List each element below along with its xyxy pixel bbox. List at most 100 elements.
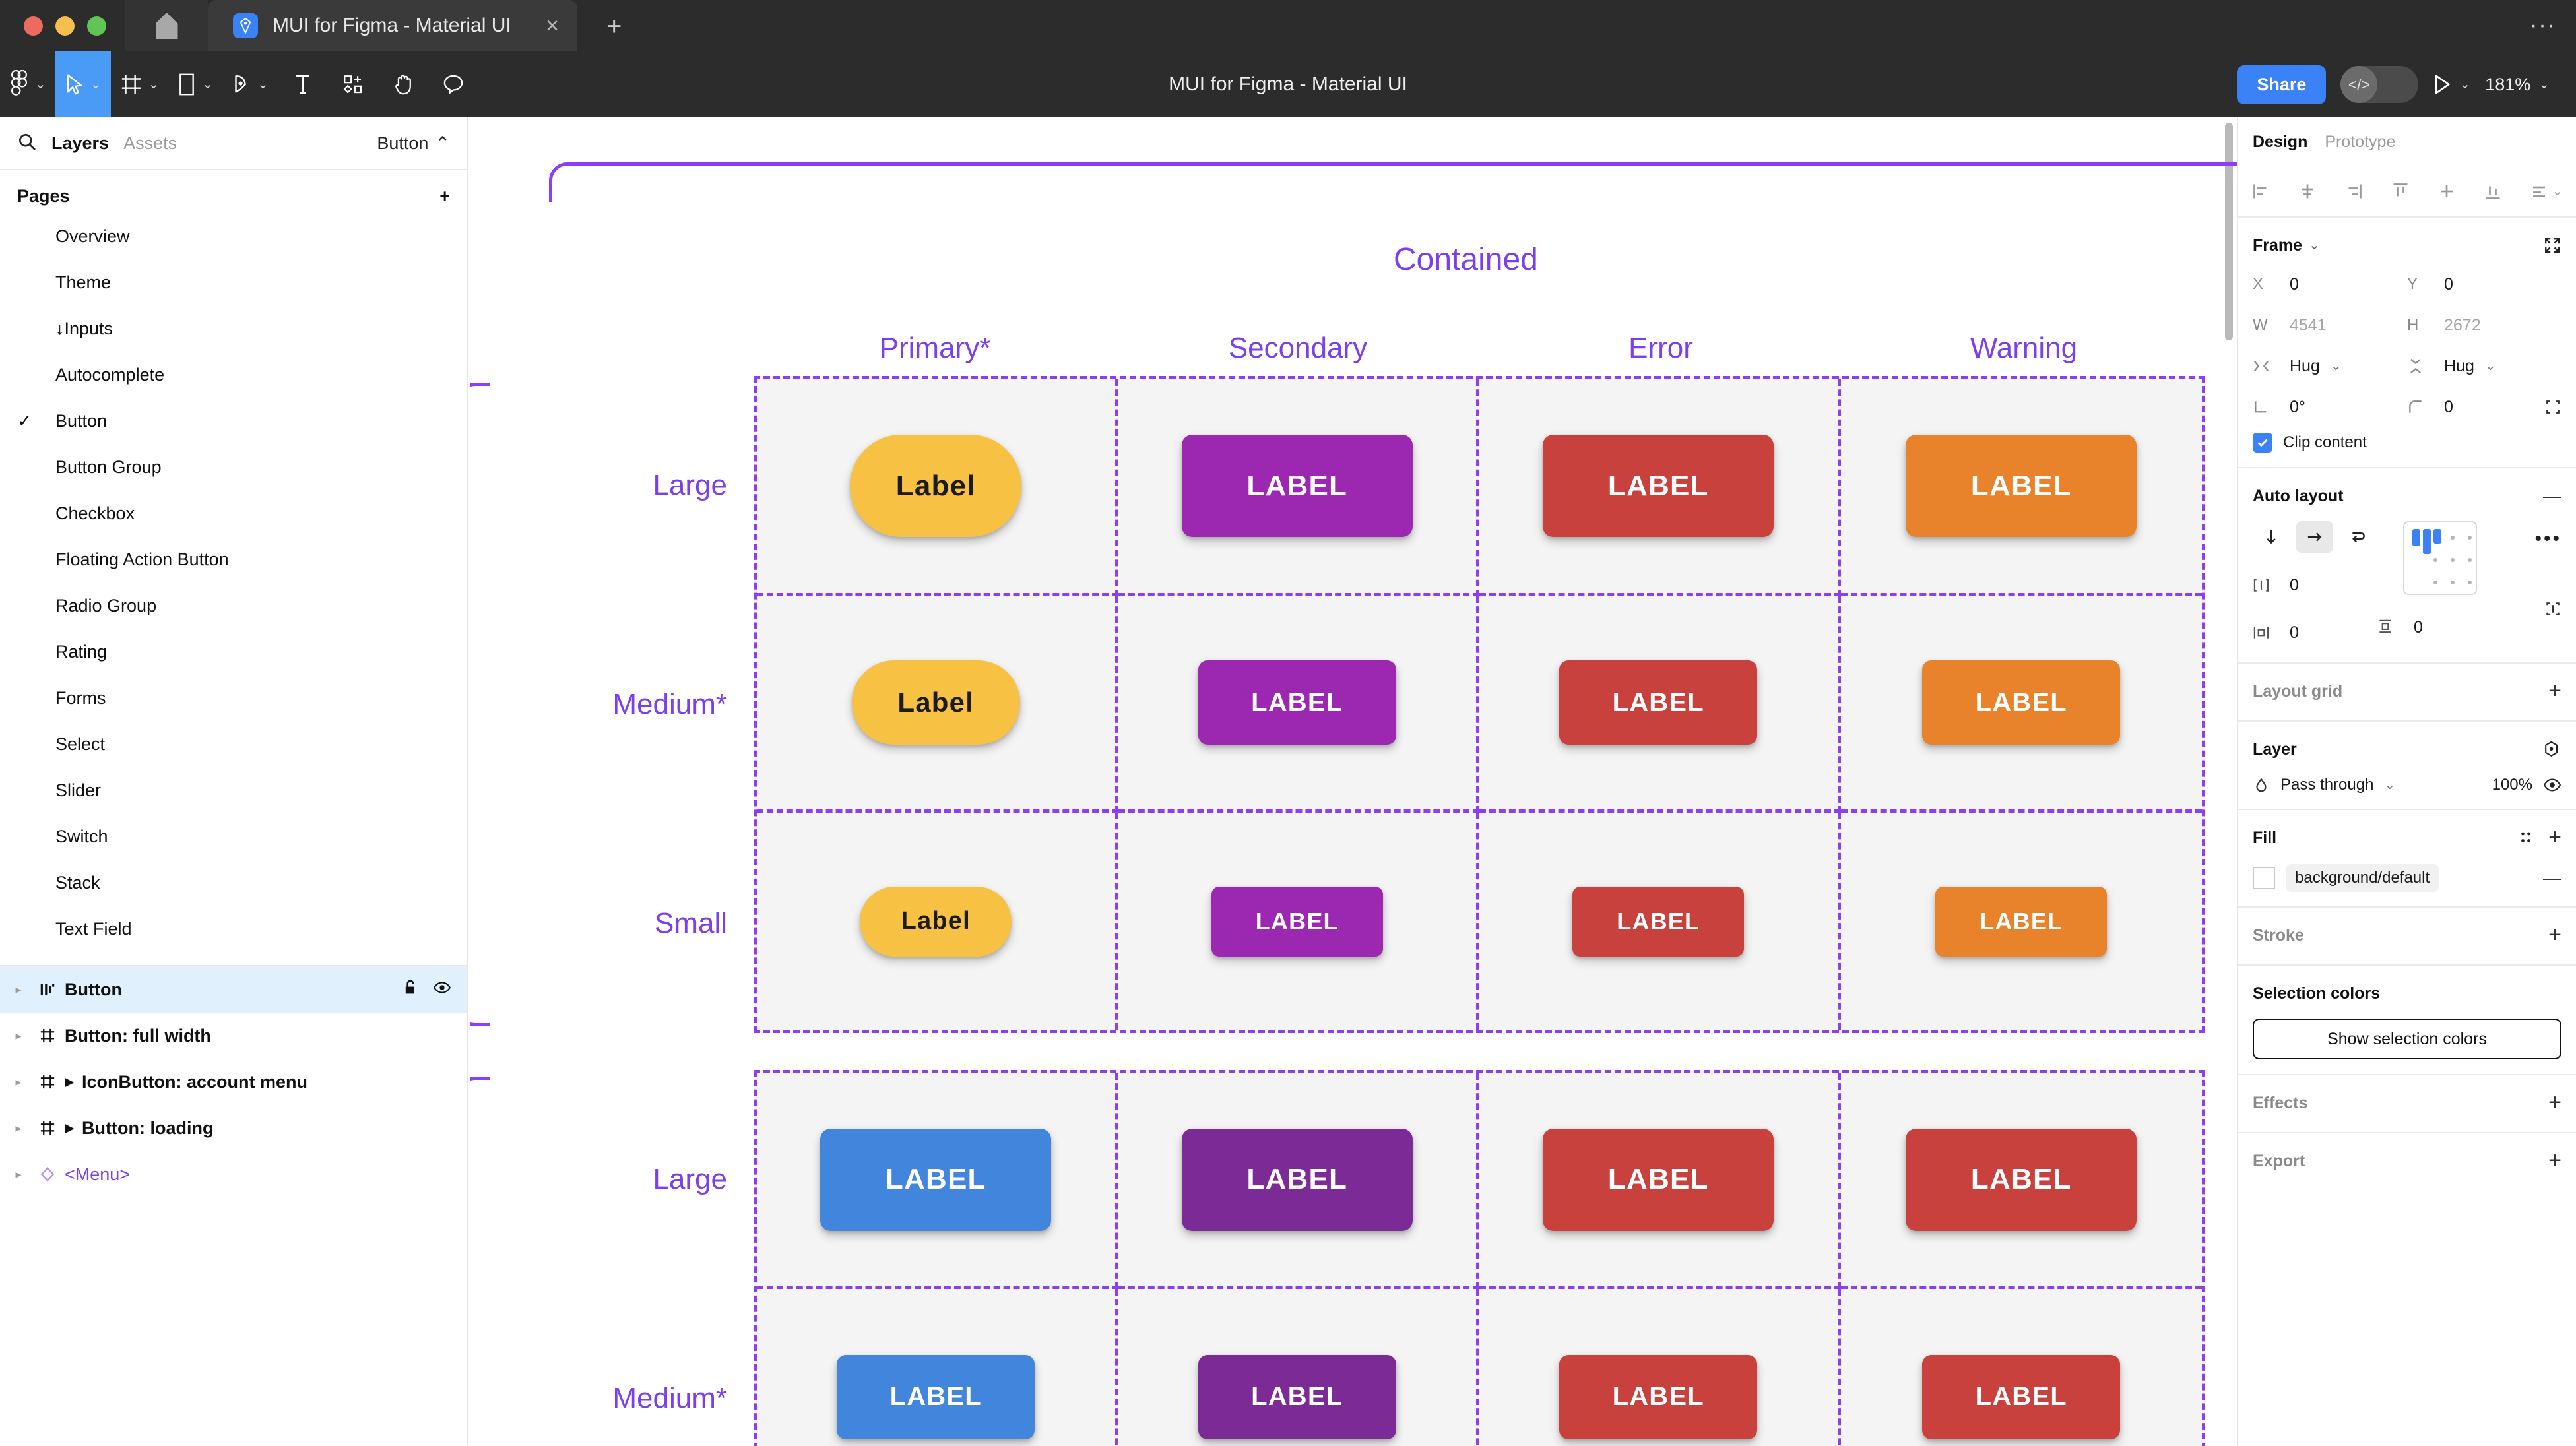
tab-layers[interactable]: Layers (51, 133, 110, 153)
distribute-icon[interactable]: ⌄ (2529, 181, 2563, 201)
page-item-button-group[interactable]: Button Group (0, 444, 467, 490)
auto-layout-more-options[interactable]: ••• (2534, 528, 2561, 550)
align-left-icon[interactable] (2251, 181, 2271, 201)
material-button[interactable]: LABEL (1935, 886, 2108, 957)
layer-row[interactable]: ▸▶Button: loading (0, 1105, 467, 1151)
vertical-padding-field[interactable]: 0 (2377, 612, 2423, 643)
align-bottom-icon[interactable] (2483, 181, 2503, 201)
page-item-overview[interactable]: Overview (0, 213, 467, 259)
add-stroke-button[interactable]: + (2548, 922, 2561, 948)
alignment-pad[interactable] (2403, 521, 2477, 595)
resources-tool-icon[interactable] (328, 51, 378, 117)
material-button[interactable]: LABEL (1181, 435, 1413, 538)
layer-row[interactable]: ▸Button (0, 966, 467, 1013)
expand-chevron-icon[interactable]: ▸ (15, 982, 22, 996)
x-position-field[interactable]: X 0 (2253, 269, 2407, 299)
material-button[interactable]: LABEL (837, 1354, 1035, 1439)
eye-icon[interactable] (2543, 776, 2561, 794)
align-top-icon[interactable] (2391, 181, 2410, 201)
expand-chevron-icon[interactable]: ▸ (15, 1075, 22, 1088)
page-item-rating[interactable]: Rating (0, 629, 467, 675)
y-position-field[interactable]: Y 0 (2407, 269, 2561, 299)
pen-tool-icon[interactable]: ⌄ (222, 51, 278, 117)
material-button[interactable]: LABEL (820, 1128, 1052, 1231)
advanced-padding-icon[interactable] (2544, 600, 2561, 617)
rotation-field[interactable]: 0° (2253, 392, 2407, 422)
tab-assets[interactable]: Assets (123, 133, 177, 153)
remove-fill-button[interactable]: — (2543, 867, 2561, 888)
figma-menu-icon[interactable]: ⌄ (0, 51, 55, 117)
material-button[interactable]: Label (860, 886, 1012, 957)
add-effect-button[interactable]: + (2548, 1090, 2561, 1116)
page-item-stack[interactable]: Stack (0, 860, 467, 906)
page-item-forms[interactable]: Forms (0, 675, 467, 721)
material-button[interactable]: LABEL (1211, 886, 1383, 957)
horizontal-resizing-field[interactable]: Hug ⌄ (2253, 351, 2407, 381)
move-tool-icon[interactable]: ⌄ (55, 51, 111, 117)
component-page-selector[interactable]: Button ⌃ (377, 133, 450, 154)
wrap-icon[interactable] (2340, 521, 2377, 553)
page-item-inputs[interactable]: ↓ Inputs (0, 305, 467, 352)
close-tab-icon[interactable]: × (546, 13, 559, 38)
align-horizontal-center-icon[interactable] (2298, 181, 2317, 201)
expand-triangle-icon[interactable]: ▶ (65, 1075, 75, 1089)
home-tab[interactable] (125, 0, 208, 51)
page-item-autocomplete[interactable]: Autocomplete (0, 352, 467, 398)
material-button[interactable]: Label (850, 435, 1022, 538)
close-window-button[interactable] (24, 16, 43, 36)
material-button[interactable]: LABEL (1559, 660, 1758, 745)
independent-corners-icon[interactable] (2544, 398, 2561, 416)
page-item-checkbox[interactable]: Checkbox (0, 490, 467, 536)
unlock-icon[interactable] (402, 979, 418, 1001)
horizontal-padding-field[interactable]: 0 (2253, 617, 2377, 648)
comment-tool-icon[interactable] (428, 51, 478, 117)
arrow-down-icon[interactable] (2253, 521, 2290, 553)
canvas-vertical-scrollbar[interactable] (2225, 123, 2233, 340)
expand-chevron-icon[interactable]: ▸ (15, 1028, 22, 1042)
add-fill-button[interactable]: + (2548, 825, 2561, 850)
material-button[interactable]: LABEL (1198, 1354, 1396, 1439)
material-button[interactable]: LABEL (1543, 435, 1774, 538)
gap-field[interactable]: 0 (2253, 570, 2377, 600)
collapse-arrow-icon[interactable]: ↓ (55, 318, 65, 338)
share-button[interactable]: Share (2237, 65, 2327, 104)
text-tool-icon[interactable] (278, 51, 328, 117)
layer-row[interactable]: ▸Button: full width (0, 1013, 467, 1059)
zoom-control[interactable]: 181% ⌄ (2485, 75, 2559, 95)
layer-opacity-value[interactable]: 100% (2492, 776, 2532, 794)
frame-tool-icon[interactable]: ⌄ (111, 51, 169, 117)
page-item-slider[interactable]: Slider (0, 767, 467, 813)
align-right-icon[interactable] (2344, 181, 2364, 201)
page-item-text-field[interactable]: Text Field (0, 906, 467, 952)
material-button[interactable]: Label (851, 660, 1020, 745)
add-layout-grid-button[interactable]: + (2548, 678, 2561, 704)
material-button[interactable]: LABEL (1922, 1354, 2121, 1439)
page-item-switch[interactable]: Switch (0, 813, 467, 860)
dev-mode-toggle[interactable]: </> (2340, 66, 2419, 103)
page-item-select[interactable]: Select (0, 721, 467, 767)
add-export-button[interactable]: + (2548, 1148, 2561, 1174)
material-button[interactable]: LABEL (1198, 660, 1396, 745)
new-tab-button[interactable]: + (606, 12, 622, 41)
width-field[interactable]: W 4541 (2253, 310, 2407, 340)
material-button[interactable]: LABEL (1181, 1128, 1413, 1231)
window-overflow-menu[interactable]: ··· (2530, 13, 2556, 38)
remove-auto-layout-button[interactable]: — (2543, 486, 2561, 506)
expand-triangle-icon[interactable]: ▶ (65, 1121, 75, 1135)
layer-styles-icon[interactable] (2543, 740, 2561, 759)
fill-token-name[interactable]: background/default (2286, 864, 2439, 892)
collapse-icon[interactable] (2543, 236, 2561, 255)
material-button[interactable]: LABEL (1906, 435, 2137, 538)
arrow-right-icon[interactable] (2296, 521, 2333, 553)
shape-tool-icon[interactable]: ⌄ (168, 51, 222, 117)
layer-row[interactable]: ▸▶IconButton: account menu (0, 1059, 467, 1105)
expand-chevron-icon[interactable]: ▸ (15, 1167, 22, 1181)
material-button[interactable]: LABEL (1572, 886, 1745, 957)
present-button[interactable]: ⌄ (2433, 74, 2470, 95)
document-tab[interactable]: MUI for Figma - Material UI × (208, 0, 577, 51)
show-selection-colors-button[interactable]: Show selection colors (2253, 1019, 2561, 1059)
page-item-button[interactable]: ✓Button (0, 398, 467, 444)
chevron-down-icon[interactable]: ⌄ (2309, 238, 2320, 253)
